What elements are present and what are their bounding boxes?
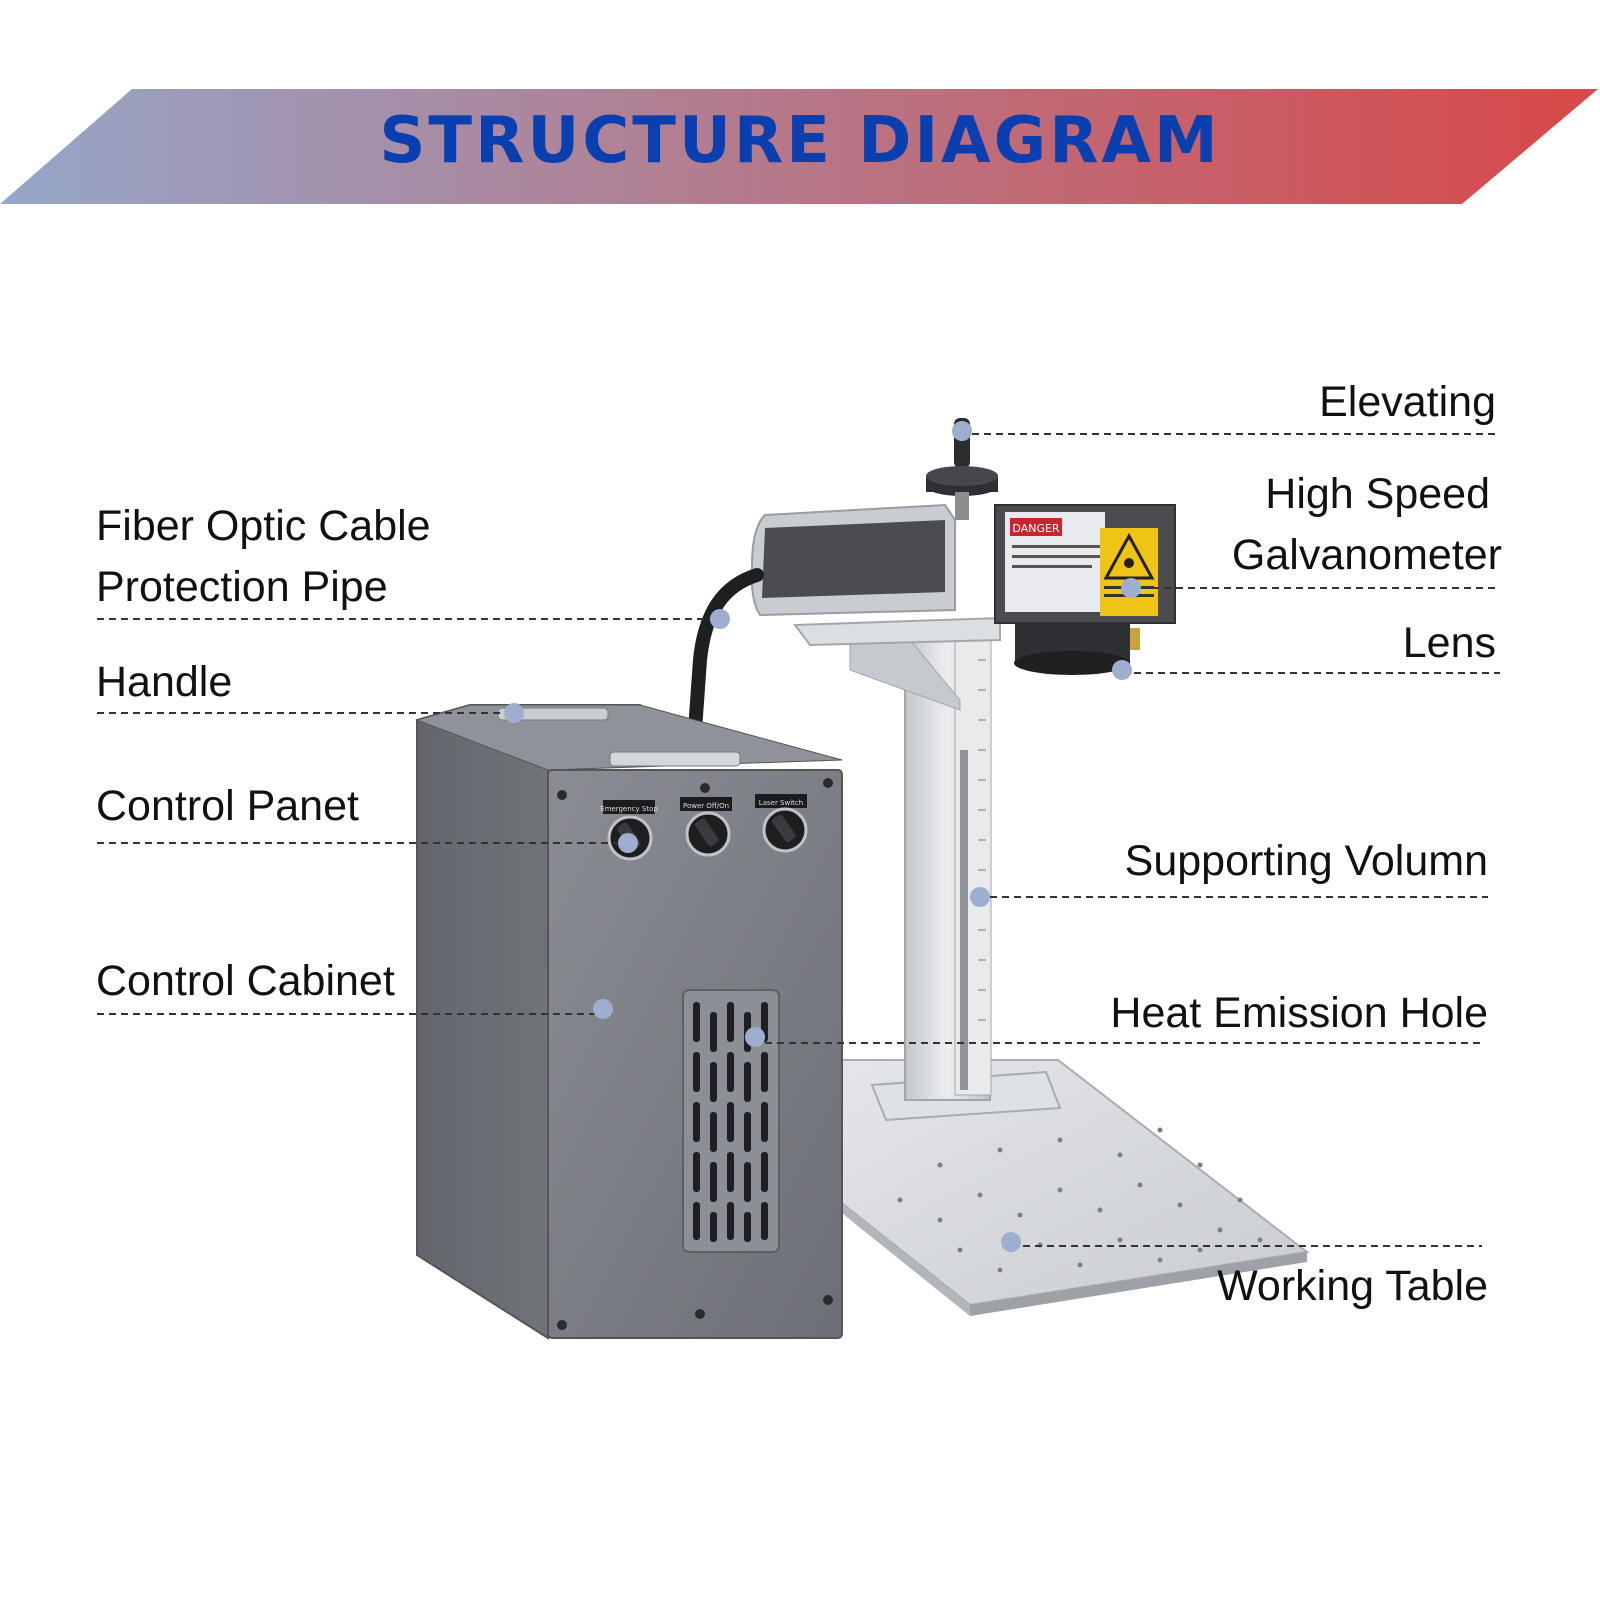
leader-lines: [97, 433, 1500, 1247]
label-lens: Lens: [1402, 619, 1496, 667]
laser-source-housing: [750, 503, 956, 617]
field-lens: [1014, 623, 1140, 675]
diagram-title: STRUCTURE DIAGRAM: [379, 104, 1221, 178]
label-galvanometer-line2: Galvanometer: [1231, 531, 1502, 579]
marker-elevating: [952, 421, 972, 441]
heat-emission-grille: [682, 989, 780, 1253]
label-fiber-pipe-line1: Fiber Optic Cable: [96, 502, 431, 550]
label-elevating: Elevating: [1319, 378, 1496, 426]
switch-label-emergency: Emergency Stop: [600, 805, 658, 813]
label-heat-emission: Heat Emission Hole: [1110, 989, 1488, 1037]
danger-label: DANGER: [1012, 522, 1060, 535]
marker-supporting-column: [970, 887, 990, 907]
label-control-panel: Control Panet: [96, 782, 359, 830]
marker-handle: [504, 703, 524, 723]
banner-shape: [0, 89, 1598, 204]
marker-lens: [1112, 660, 1132, 680]
column-scale-ticks: [978, 659, 986, 1021]
label-working-table: Working Table: [1217, 1262, 1488, 1310]
working-table: [836, 1059, 1310, 1316]
marker-fiber-pipe: [710, 609, 730, 629]
marker-control-panel: [618, 833, 638, 853]
marker-control-cabinet: [593, 999, 613, 1019]
switch-label-laser: Laser Switch: [759, 799, 803, 807]
label-supporting-column: Supporting Volumn: [1124, 837, 1488, 885]
carriage-plate: [793, 616, 1001, 647]
laser-warning-icon: [1103, 532, 1155, 580]
marker-working-table: [1001, 1232, 1021, 1252]
callout-markers: [504, 421, 1141, 1252]
label-control-cabinet: Control Cabinet: [96, 957, 395, 1005]
marker-heat-emission: [745, 1027, 765, 1047]
label-galvanometer-line1: High Speed: [1265, 470, 1490, 518]
title-banner: [0, 89, 1598, 204]
fiber-optic-cable: [688, 568, 764, 737]
supporting-column: [849, 639, 992, 1101]
label-handle: Handle: [96, 658, 233, 706]
galvanometer-head: DANGER: [994, 504, 1176, 624]
switch-label-power: Power Off/On: [683, 802, 729, 810]
table-holes: [897, 1127, 1263, 1273]
cabinet-screws: [557, 778, 833, 1330]
marker-galvanometer: [1121, 578, 1141, 598]
label-fiber-pipe-line2: Protection Pipe: [96, 563, 388, 611]
